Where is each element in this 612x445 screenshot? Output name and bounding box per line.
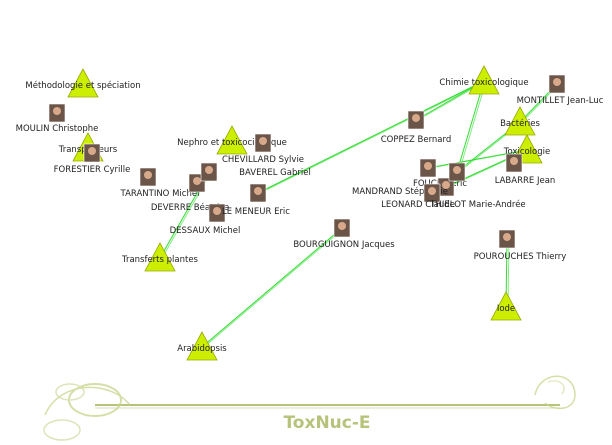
person-label: FORESTIER Cyrille bbox=[54, 165, 131, 175]
topic-node[interactable]: Chimie toxicologique bbox=[439, 65, 529, 95]
nodes-layer: Méthodologie et spéciationTransporteursN… bbox=[16, 65, 604, 361]
topic-node[interactable]: Arabidopsis bbox=[177, 331, 227, 361]
person-label: MANDRAND Stéphanie bbox=[352, 186, 448, 197]
avatar-face-icon bbox=[254, 187, 262, 195]
avatar-face-icon bbox=[144, 171, 152, 179]
avatar-face-icon bbox=[412, 114, 420, 122]
avatar-face-icon bbox=[193, 177, 201, 185]
person-label: LE MENEUR Eric bbox=[222, 207, 290, 217]
topic-triangle-icon[interactable] bbox=[504, 106, 536, 136]
person-label: MONTILLET Jean-Luc bbox=[517, 96, 604, 106]
topic-triangle-icon[interactable] bbox=[490, 291, 522, 321]
avatar-face-icon bbox=[553, 78, 561, 86]
avatar-face-icon bbox=[510, 157, 518, 165]
person-node[interactable]: LEONARD Claude bbox=[381, 183, 455, 210]
leaf-ornament-left bbox=[43, 383, 131, 441]
topic-node[interactable]: Iode bbox=[490, 291, 522, 321]
person-node[interactable]: COPPEZ Bernard bbox=[381, 110, 452, 145]
person-node[interactable]: CHEVILLARD Sylvie bbox=[222, 133, 304, 165]
topic-triangle-icon[interactable] bbox=[144, 242, 176, 272]
topic-node[interactable]: Transferts plantes bbox=[121, 242, 199, 272]
person-node[interactable]: FORESTIER Cyrille bbox=[54, 143, 131, 175]
topic-triangle-icon[interactable] bbox=[186, 331, 218, 361]
avatar-face-icon bbox=[88, 147, 96, 155]
person-node[interactable]: TARANTINO Michel bbox=[120, 167, 200, 199]
person-label: BAVEREL Gabriel bbox=[239, 168, 311, 178]
person-node[interactable]: BOURGUIGNON Jacques bbox=[293, 218, 395, 250]
topic-label: Chimie toxicologique bbox=[439, 78, 528, 88]
topic-label: Transferts plantes bbox=[121, 255, 199, 265]
avatar-face-icon bbox=[259, 137, 267, 145]
topic-triangle-icon[interactable] bbox=[216, 125, 248, 155]
person-node[interactable]: DESSAUX Michel bbox=[170, 162, 241, 236]
topic-triangle-icon[interactable] bbox=[468, 65, 500, 95]
topic-label: Toxicologie bbox=[503, 147, 551, 157]
person-label: MOULIN Christophe bbox=[16, 124, 99, 134]
person-label: COPPEZ Bernard bbox=[381, 135, 452, 145]
person-label: THIELOT Marie-Andrée bbox=[429, 199, 525, 210]
link-edge-shadow bbox=[429, 149, 530, 169]
avatar-face-icon bbox=[424, 162, 432, 170]
person-node[interactable]: POUROUCHES Thierry bbox=[474, 229, 567, 262]
leaf-ornament-right bbox=[534, 375, 576, 410]
person-label: DEVERRE Béatrice bbox=[151, 202, 229, 213]
link-edge-shadow bbox=[259, 80, 487, 194]
person-node[interactable]: MONTILLET Jean-Luc bbox=[517, 74, 604, 106]
person-label: LEONARD Claude bbox=[381, 200, 455, 210]
avatar-face-icon bbox=[428, 187, 436, 195]
edges-layer bbox=[87, 80, 560, 348]
link-edge bbox=[456, 80, 485, 173]
topic-label: Iode bbox=[497, 304, 515, 314]
person-node[interactable]: BAVEREL Gabriel bbox=[239, 168, 311, 203]
person-node[interactable]: LE MENEUR Eric bbox=[208, 203, 290, 223]
person-label: CHEVILLARD Sylvie bbox=[222, 155, 304, 165]
person-label: BOURGUIGNON Jacques bbox=[293, 240, 395, 250]
link-edge-shadow bbox=[203, 227, 345, 348]
topic-node[interactable]: Méthodologie et spéciation bbox=[25, 68, 141, 98]
person-label: LABARRE Jean bbox=[495, 176, 556, 186]
topic-label: Bactéries bbox=[500, 118, 540, 129]
topic-triangle-icon[interactable] bbox=[67, 68, 99, 98]
link-edge bbox=[257, 80, 485, 194]
footer-decoration: ToxNuc-E bbox=[43, 375, 576, 441]
topic-label: Arabidopsis bbox=[177, 344, 227, 354]
person-label: TARANTINO Michel bbox=[120, 189, 200, 199]
footer-title: ToxNuc-E bbox=[283, 413, 370, 433]
topic-node[interactable]: Bactéries bbox=[500, 106, 540, 136]
avatar-face-icon bbox=[503, 233, 511, 241]
person-node[interactable]: THIELOT Marie-Andrée bbox=[429, 162, 526, 210]
topic-label: Nephro et toxicocinétique bbox=[177, 137, 287, 148]
person-node[interactable]: MOULIN Christophe bbox=[16, 103, 99, 134]
topic-node[interactable]: Nephro et toxicocinétique bbox=[177, 125, 287, 155]
link-edge bbox=[201, 227, 343, 348]
link-edge-shadow bbox=[458, 80, 487, 173]
person-label: POUROUCHES Thierry bbox=[474, 252, 567, 262]
topic-label: Méthodologie et spéciation bbox=[25, 80, 140, 91]
avatar-face-icon bbox=[205, 166, 213, 174]
person-node[interactable]: MANDRAND Stéphanie bbox=[352, 177, 455, 197]
avatar-face-icon bbox=[442, 181, 450, 189]
person-label: DESSAUX Michel bbox=[170, 226, 241, 236]
avatar-face-icon bbox=[53, 107, 61, 115]
person-node[interactable]: LABARRE Jean bbox=[495, 153, 556, 186]
avatar-face-icon bbox=[338, 222, 346, 230]
avatar-face-icon bbox=[453, 166, 461, 174]
avatar-face-icon bbox=[213, 207, 221, 215]
